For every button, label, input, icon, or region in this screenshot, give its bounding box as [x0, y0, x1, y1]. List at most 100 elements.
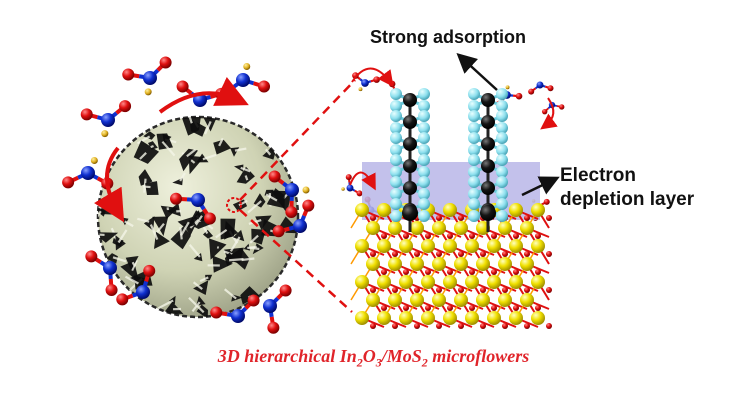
molybdenum-atom	[402, 205, 418, 221]
indium-atom	[531, 311, 545, 325]
indium-atom	[520, 257, 534, 271]
hydrogen-atom	[303, 187, 310, 194]
sulfur-atom	[390, 154, 402, 166]
lattice-oxygen-atom	[381, 233, 387, 239]
molybdenum-atom	[481, 115, 495, 129]
caption-part3: /MoS	[382, 346, 422, 366]
indium-atom	[465, 311, 479, 325]
nitrogen-atom	[361, 79, 369, 87]
indium-atom	[443, 239, 457, 253]
lattice-oxygen-atom	[546, 287, 552, 293]
indium-atom	[454, 221, 468, 235]
sulfur-atom	[390, 110, 402, 122]
oxygen-atom	[116, 293, 128, 305]
sulfur-atom	[496, 88, 508, 100]
sulfur-atom	[390, 88, 402, 100]
lattice-oxygen-atom	[458, 323, 464, 329]
lattice-oxygen-atom	[513, 305, 519, 311]
oxygen-atom	[346, 174, 352, 180]
indium-atom	[377, 275, 391, 289]
indium-atom	[509, 311, 523, 325]
hydrogen-atom	[359, 87, 363, 91]
sulfur-atom	[418, 88, 430, 100]
strong-adsorption-label: Strong adsorption	[370, 27, 526, 48]
lattice-oxygen-atom	[458, 287, 464, 293]
oxygen-atom	[177, 81, 189, 93]
no2-molecule	[341, 174, 362, 196]
nitrogen-atom	[285, 183, 299, 197]
flower-petal-edge	[90, 234, 104, 235]
lattice-oxygen-atom	[403, 305, 409, 311]
molybdenum-atom	[481, 159, 495, 173]
lattice-oxygen-atom	[370, 215, 376, 221]
nitrogen-atom	[103, 261, 117, 275]
flower-petal-edge	[151, 146, 154, 147]
indium-atom	[476, 257, 490, 271]
indium-atom	[421, 239, 435, 253]
indium-atom	[355, 203, 369, 217]
indium-atom	[355, 239, 369, 253]
lattice-oxygen-atom	[535, 233, 541, 239]
oxygen-atom	[280, 284, 292, 296]
sulfur-atom	[418, 132, 430, 144]
indium-atom	[531, 239, 545, 253]
indium-atom	[454, 293, 468, 307]
indium-atom	[443, 275, 457, 289]
oxygen-atom	[544, 199, 550, 205]
electron-depletion-line2: depletion layer	[560, 188, 694, 212]
lattice-oxygen-atom	[502, 323, 508, 329]
oxygen-atom	[559, 104, 564, 109]
indium-atom	[465, 239, 479, 253]
electron-depletion-label: Electron depletion layer	[560, 164, 694, 212]
molybdenum-atom	[403, 137, 417, 151]
no2-molecule	[528, 82, 553, 95]
no2-molecule	[263, 284, 292, 333]
lattice-oxygen-atom	[370, 287, 376, 293]
lattice-oxygen-atom	[370, 323, 376, 329]
sulfur-atom	[418, 154, 430, 166]
electron-depletion-line1: Electron	[560, 164, 694, 188]
lattice-oxygen-atom	[480, 251, 486, 257]
indium-atom	[465, 275, 479, 289]
indium-atom	[388, 257, 402, 271]
sulfur-atom	[390, 176, 402, 188]
lattice-oxygen-atom	[480, 287, 486, 293]
oxygen-atom	[122, 69, 134, 81]
molybdenum-atom	[481, 181, 495, 195]
lattice-oxygen-atom	[469, 305, 475, 311]
indium-atom	[366, 293, 380, 307]
lattice-oxygen-atom	[480, 323, 486, 329]
caption-part4: microflowers	[428, 346, 530, 366]
lattice-oxygen-atom	[392, 323, 398, 329]
indium-atom	[509, 275, 523, 289]
oxygen-atom	[204, 213, 216, 225]
lattice-oxygen-atom	[381, 269, 387, 275]
lattice-oxygen-atom	[392, 287, 398, 293]
indium-atom	[487, 275, 501, 289]
nitrogen-atom	[293, 219, 307, 233]
oxygen-atom	[81, 108, 93, 120]
lattice-oxygen-atom	[469, 269, 475, 275]
mos2-flake	[221, 219, 236, 240]
oxygen-atom	[106, 284, 118, 296]
sulfur-atom	[390, 132, 402, 144]
lattice-oxygen-atom	[414, 251, 420, 257]
indium-atom	[454, 257, 468, 271]
oxygen-atom	[62, 176, 74, 188]
lattice-oxygen-atom	[535, 269, 541, 275]
lattice-oxygen-atom	[392, 251, 398, 257]
caption-part1: 3D hierarchical In	[218, 346, 357, 366]
indium-atom	[432, 293, 446, 307]
lattice-oxygen-atom	[436, 251, 442, 257]
nitrogen-atom	[231, 309, 245, 323]
oxygen-atom	[160, 56, 172, 68]
oxygen-atom	[302, 200, 314, 212]
lattice-oxygen-atom	[513, 269, 519, 275]
sulfur-atom	[468, 154, 480, 166]
lattice-oxygen-atom	[546, 215, 552, 221]
indium-atom	[421, 311, 435, 325]
oxygen-atom	[548, 85, 554, 91]
lattice-oxygen-atom	[436, 323, 442, 329]
lattice-oxygen-atom	[414, 323, 420, 329]
indium-atom	[410, 257, 424, 271]
